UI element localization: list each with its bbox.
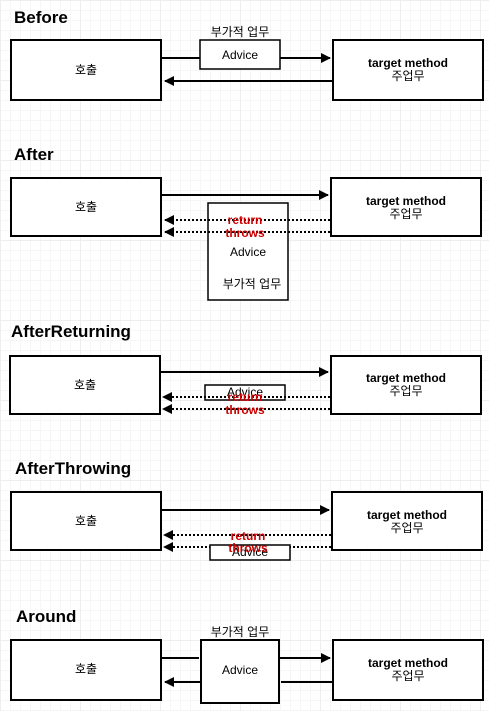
after-throwing-advice-box: [209, 544, 291, 561]
after-throwing-caller-box: [10, 491, 162, 551]
before-advice-caption: 부가적 업무: [211, 25, 270, 39]
section-after-throwing: AfterThrowing 호출 target method 주업무 Advic…: [10, 459, 483, 561]
after-returning-target-label: target method: [366, 371, 446, 385]
before-caller-label: 호출: [75, 63, 97, 77]
after-throwing-throws-label: throws: [228, 541, 268, 555]
around-target-sublabel: 주업무: [391, 669, 424, 683]
around-caller-box: [10, 639, 162, 701]
around-advice-label: Advice: [222, 663, 258, 677]
after-returning-throws-label: throws: [225, 403, 265, 417]
around-target-box: [332, 639, 484, 701]
after-target-label: target method: [366, 194, 446, 208]
after-advice-caption: 부가적 업무: [223, 277, 282, 291]
before-target-box: [332, 39, 484, 101]
after-returning-caller-box: [9, 355, 161, 415]
after-throwing-target-box: [331, 491, 483, 551]
after-returning-caller-label: 호출: [74, 378, 96, 392]
before-title: Before: [14, 8, 68, 27]
section-around: Around 호출 target method 주업무 부가적 업무 Advic…: [10, 607, 484, 704]
around-advice-caption: 부가적 업무: [211, 625, 270, 639]
after-target-sublabel: 주업무: [389, 207, 422, 221]
before-target-label: target method: [368, 56, 448, 70]
before-caller-box: [10, 39, 162, 101]
section-before: Before 호출 target method 주업무 부가적 업무 Advic…: [10, 8, 484, 101]
after-returning-return-label: return: [228, 390, 263, 404]
before-target-sublabel: 주업무: [391, 69, 424, 83]
before-advice-box: [199, 39, 281, 70]
around-target-label: target method: [368, 656, 448, 670]
after-returning-target-box: [330, 355, 482, 415]
after-throwing-return-label: return: [231, 529, 266, 543]
after-caller-box: [10, 177, 162, 237]
after-returning-title: AfterReturning: [11, 322, 131, 341]
around-advice-box: [200, 639, 280, 704]
before-advice-label: Advice: [222, 48, 258, 62]
after-returning-target-sublabel: 주업무: [389, 384, 422, 398]
around-caller-label: 호출: [75, 662, 97, 676]
section-after-returning: AfterReturning 호출 target method 주업무 Advi…: [9, 322, 482, 417]
after-title: After: [14, 145, 54, 164]
after-throwing-target-sublabel: 주업무: [390, 521, 423, 535]
after-throwing-target-label: target method: [367, 508, 447, 522]
section-after: After 호출 target method 주업무 return throws…: [10, 145, 482, 301]
after-returning-advice-label: Advice: [227, 385, 263, 399]
after-throwing-advice-label: Advice: [232, 545, 268, 559]
after-advice-label: Advice: [230, 245, 266, 259]
after-throwing-title: AfterThrowing: [15, 459, 131, 478]
around-title: Around: [16, 607, 76, 626]
after-throwing-caller-label: 호출: [75, 514, 97, 528]
after-throws-label: throws: [225, 226, 265, 240]
after-return-label: return: [228, 213, 263, 227]
after-caller-label: 호출: [75, 200, 97, 214]
after-target-box: [330, 177, 482, 237]
